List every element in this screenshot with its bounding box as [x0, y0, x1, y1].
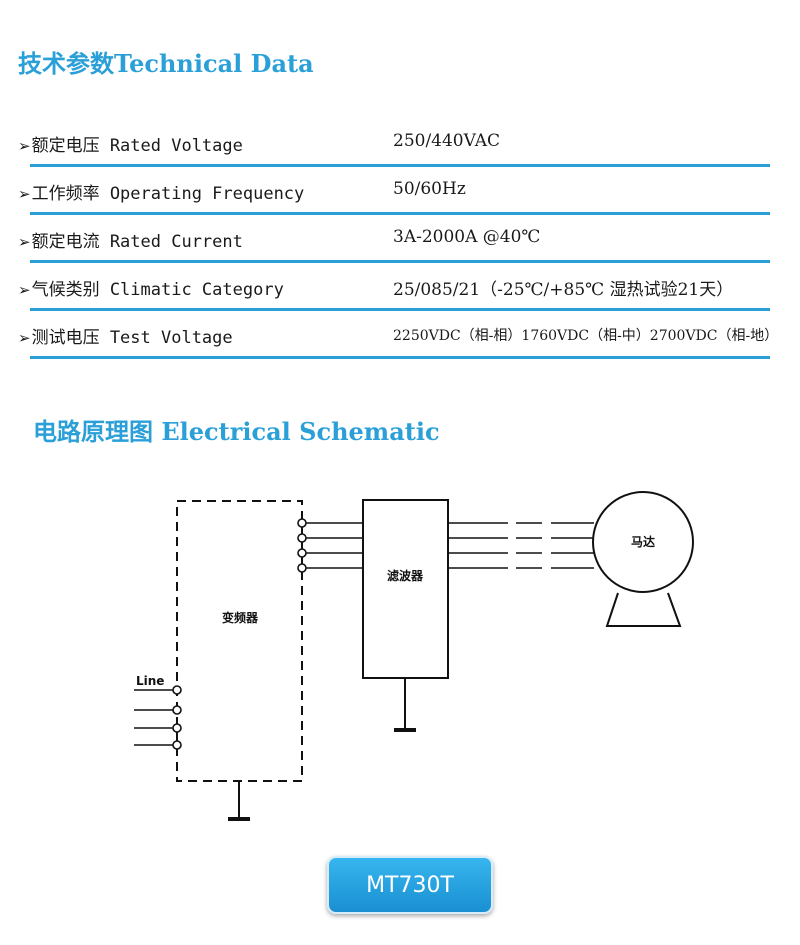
spec-value: 2250VDC（相-相）1760VDC（相-中）2700VDC（相-地） [393, 328, 779, 344]
filter-to-motor-wires [448, 522, 594, 569]
filter-label: 滤波器 [387, 568, 424, 583]
arrow-bullet-icon: ➢ [18, 233, 31, 251]
spec-row-rated-current: ➢额定电流 Rated Current 3A-2000A @40℃ [18, 220, 770, 268]
inverter-box [176, 500, 303, 782]
inverter-label: 变频器 [222, 610, 259, 625]
inverter-ground-icon [228, 781, 250, 821]
motor-icon [592, 491, 694, 627]
row-divider [30, 308, 770, 311]
electrical-schematic-diagram: 变频器 Line 滤波器 [134, 491, 694, 821]
schematic-heading: 电路原理图 Electrical Schematic [33, 417, 440, 446]
line-label: Line [136, 674, 164, 688]
inverter-output-wires [297, 518, 363, 573]
arrow-bullet-icon: ➢ [18, 137, 31, 155]
spec-label: ➢测试电压 Test Voltage [18, 328, 233, 348]
line-input-wires [134, 685, 182, 750]
spec-label: ➢气候类别 Climatic Category [18, 280, 284, 300]
arrow-bullet-icon: ➢ [18, 329, 31, 347]
technical-data-heading: 技术参数Technical Data [18, 49, 314, 78]
spec-row-test-voltage: ➢测试电压 Test Voltage 2250VDC（相-相）1760VDC（相… [18, 316, 778, 364]
arrow-bullet-icon: ➢ [18, 185, 31, 203]
spec-row-climatic-category: ➢气候类别 Climatic Category 25/085/21（-25℃/+… [18, 268, 770, 316]
motor-label: 马达 [631, 534, 655, 549]
spec-value: 3A-2000A @40℃ [393, 227, 541, 247]
model-button[interactable]: MT730T [327, 856, 493, 914]
row-divider [30, 212, 770, 215]
spec-value: 25/085/21（-25℃/+85℃ 湿热试验21天） [393, 280, 734, 300]
row-divider [30, 260, 770, 263]
row-divider [30, 164, 770, 167]
filter-box [362, 499, 449, 679]
row-divider [30, 356, 770, 359]
spec-label: ➢工作频率 Operating Frequency [18, 184, 305, 204]
spec-value: 250/440VAC [393, 131, 501, 151]
filter-ground-icon [394, 678, 416, 732]
spec-label: ➢额定电压 Rated Voltage [18, 136, 243, 156]
spec-row-rated-voltage: ➢额定电压 Rated Voltage 250/440VAC [18, 124, 770, 172]
spec-label: ➢额定电流 Rated Current [18, 232, 243, 252]
arrow-bullet-icon: ➢ [18, 281, 31, 299]
spec-value: 50/60Hz [393, 179, 466, 199]
spec-row-operating-frequency: ➢工作频率 Operating Frequency 50/60Hz [18, 172, 770, 220]
